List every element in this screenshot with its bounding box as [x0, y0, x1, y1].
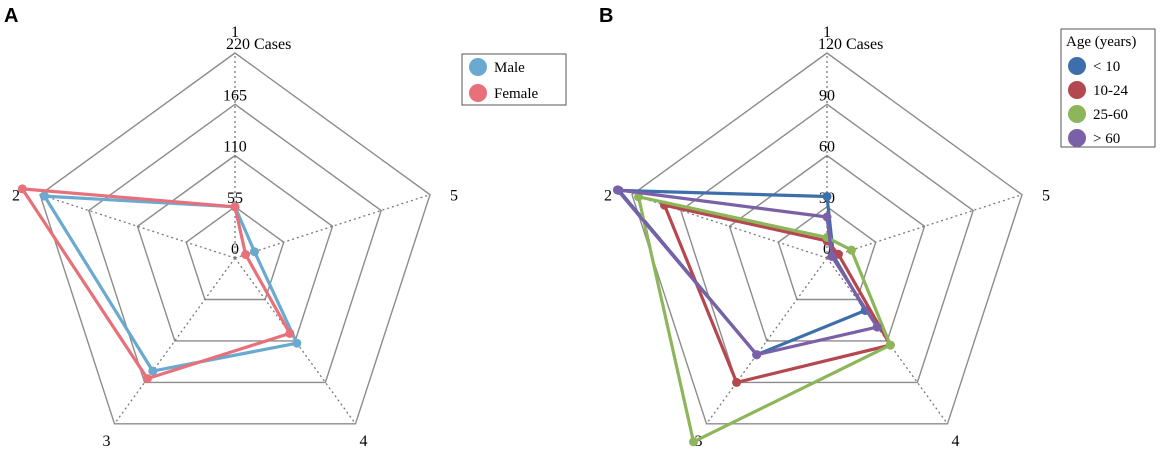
- data-point: [752, 350, 762, 360]
- radial-tick-label: 0: [823, 241, 831, 258]
- radial-tick-label: 55: [227, 190, 243, 207]
- data-point: [822, 192, 832, 201]
- data-point: [872, 322, 882, 332]
- data-point: [612, 185, 622, 195]
- legend-title: Age (years): [1066, 34, 1136, 50]
- data-point: [40, 191, 49, 201]
- legend-marker: [469, 58, 487, 76]
- data-point: [885, 340, 895, 350]
- grid-ring: [136, 154, 334, 342]
- radial-tick-label: 165: [223, 87, 247, 104]
- data-point: [230, 202, 240, 212]
- data-point: [822, 212, 832, 222]
- legend-entry: < 10: [1093, 59, 1120, 75]
- radial-tick-label: 110: [223, 139, 246, 156]
- radial-tick-label: 90: [819, 87, 835, 104]
- spoke-label: 5: [1042, 188, 1050, 205]
- legend: Age (years) < 10 10-24 25-60 > 60: [1060, 28, 1156, 148]
- radial-tick-label: 220 Cases: [226, 36, 291, 53]
- spoke-label: 1: [231, 24, 239, 41]
- radial-tick-label: 0: [231, 241, 239, 258]
- spoke-line: [113, 257, 236, 425]
- spoke-label: 2: [12, 188, 20, 205]
- series-line-0: [42, 194, 299, 373]
- data-point: [827, 251, 837, 261]
- spoke-label: 4: [951, 433, 959, 450]
- spoke-label: 5: [450, 188, 458, 205]
- data-point: [148, 366, 158, 376]
- data-point: [846, 245, 856, 255]
- legend-marker: [1068, 57, 1086, 75]
- data-point: [634, 192, 643, 202]
- spoke-label: 1: [823, 24, 831, 41]
- data-point: [292, 338, 302, 348]
- data-point: [241, 250, 251, 259]
- radial-tick-label: 60: [819, 139, 835, 156]
- legend-entry: Female: [494, 86, 538, 102]
- grid-ring: [185, 205, 285, 301]
- spoke-line: [826, 194, 1023, 259]
- legend-marker: [1068, 129, 1086, 147]
- legend-entry: Male: [494, 60, 525, 76]
- legend-entry: 10-24: [1093, 83, 1128, 99]
- spoke-line: [234, 257, 357, 425]
- grid-ring: [87, 103, 383, 384]
- data-point: [142, 374, 152, 384]
- legend-marker: [1068, 81, 1086, 99]
- series-line-2: [636, 195, 892, 444]
- radial-tick-label: 120 Cases: [818, 36, 883, 53]
- spoke-line: [39, 194, 236, 259]
- panel-b-label: B: [599, 5, 613, 27]
- legend-entry: > 60: [1093, 131, 1120, 147]
- spoke-line: [826, 257, 949, 425]
- data-point: [732, 377, 742, 387]
- data-point: [285, 328, 295, 338]
- spoke-label: 2: [604, 188, 612, 205]
- data-point: [250, 247, 259, 257]
- data-point: [689, 437, 698, 447]
- grid-ring: [728, 154, 926, 342]
- spoke-line: [705, 257, 828, 425]
- spoke-line: [234, 194, 431, 259]
- grid-ring: [39, 52, 431, 425]
- legend-marker: [1068, 105, 1086, 123]
- grid-ring: [777, 205, 877, 301]
- legend-entry: 25-60: [1093, 107, 1128, 123]
- grid-ring: [631, 52, 1023, 425]
- spoke-label: 4: [359, 433, 367, 450]
- legend-marker: [469, 84, 487, 102]
- data-point: [17, 184, 27, 194]
- panel-a-label: A: [4, 5, 18, 27]
- series-line-3: [615, 188, 879, 357]
- spoke-label: 3: [695, 433, 703, 450]
- spoke-label: 3: [103, 433, 111, 450]
- series-line-1: [20, 187, 292, 381]
